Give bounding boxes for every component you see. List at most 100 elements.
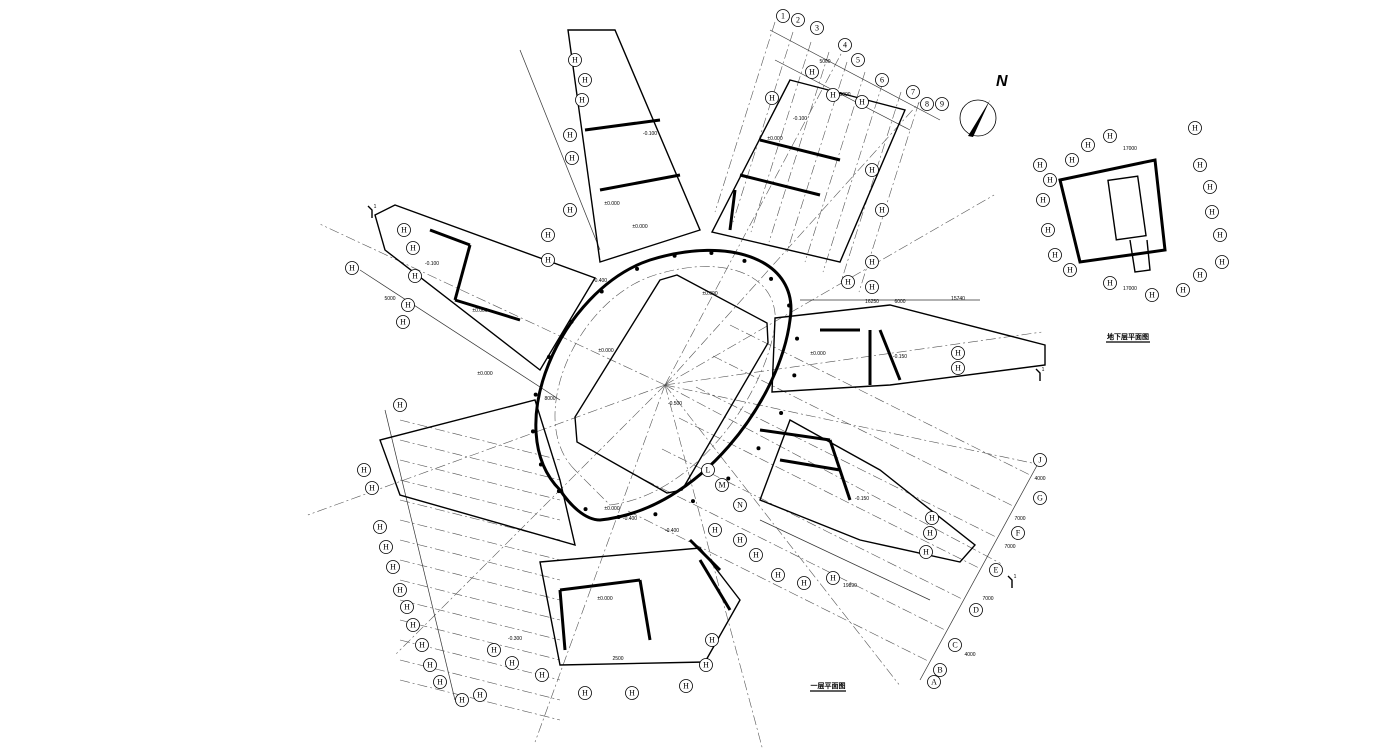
axis-bubble-h-circle bbox=[855, 95, 869, 109]
column bbox=[779, 410, 784, 415]
axis-bubble-h-circle bbox=[373, 520, 387, 534]
annotation-label: -0.400 bbox=[623, 516, 637, 522]
north-label: N bbox=[996, 73, 1008, 90]
main-plan-title: 一层平面图 bbox=[811, 681, 846, 690]
wing-south-east bbox=[759, 418, 977, 563]
axis-bubble-h-label: H bbox=[1037, 161, 1043, 170]
axis-bubble-h-label: H bbox=[1052, 251, 1058, 260]
axis-bubble-h-circle bbox=[1103, 276, 1117, 290]
axis-bubble-h-circle bbox=[505, 656, 519, 670]
axis-bubble-h-circle bbox=[1176, 283, 1190, 297]
grid-line bbox=[627, 510, 929, 662]
grid-line bbox=[804, 71, 866, 263]
axis-bubble-h-circle bbox=[397, 223, 411, 237]
axis-bubble-h-label: H bbox=[567, 206, 573, 215]
interior-wall bbox=[779, 458, 841, 472]
axis-bubble-h-circle bbox=[541, 253, 555, 267]
axis-bubble-letter-circle bbox=[1033, 453, 1047, 467]
interior-rooms bbox=[429, 118, 902, 651]
grid-line bbox=[712, 355, 1014, 507]
arena-oval bbox=[534, 248, 793, 522]
dimension-line bbox=[769, 29, 941, 121]
axis-bubble-h-circle bbox=[771, 568, 785, 582]
axis-bubble-letter-label: D bbox=[973, 606, 979, 615]
axis-bubble-letter-circle bbox=[933, 663, 947, 677]
axis-bubble-h-circle bbox=[565, 151, 579, 165]
axis-bubble-h-label: H bbox=[509, 659, 515, 668]
axis-bubble-h-circle bbox=[406, 241, 420, 255]
annotation-label: 4000 bbox=[964, 652, 975, 658]
axis-bubble-h-circle bbox=[1188, 121, 1202, 135]
axis-bubble-7-label: 7 bbox=[911, 88, 915, 97]
interior-wall bbox=[759, 138, 841, 162]
annotation-label: ±0.000 bbox=[598, 348, 613, 354]
column bbox=[792, 373, 797, 378]
axis-bubble-h-circle bbox=[575, 93, 589, 107]
axis-bubble-h-label: H bbox=[737, 536, 743, 545]
basement-plan-title: 地下层平面图 bbox=[1107, 332, 1149, 341]
axis-bubble-h-circle bbox=[345, 261, 359, 275]
grid-line bbox=[399, 619, 561, 661]
annotation-label: ±0.000 bbox=[632, 224, 647, 230]
column bbox=[742, 258, 747, 263]
axis-bubble-h-label: H bbox=[1207, 183, 1213, 192]
axis-bubble-h-circle bbox=[1203, 180, 1217, 194]
axis-bubble-h-circle bbox=[699, 658, 713, 672]
column bbox=[690, 499, 695, 504]
axis-bubble-h-label: H bbox=[1217, 231, 1223, 240]
axis-bubble-h-label: H bbox=[567, 131, 573, 140]
axis-bubble-h-label: H bbox=[349, 264, 355, 273]
axis-bubble-h-circle bbox=[679, 679, 693, 693]
axis-bubble-h-circle bbox=[805, 65, 819, 79]
axis-bubble-h-label: H bbox=[869, 258, 875, 267]
axis-bubble-letter-circle bbox=[715, 478, 729, 492]
annotation-label: -0.150 bbox=[855, 496, 869, 502]
axis-bubble-h-label: H bbox=[869, 283, 875, 292]
annotation-label: ±0.000 bbox=[472, 308, 487, 314]
interior-wall bbox=[688, 538, 722, 572]
axis-bubble-h-label: H bbox=[869, 166, 875, 175]
axis-bubble-h-label: H bbox=[1107, 279, 1113, 288]
arena-inner-ring bbox=[554, 266, 776, 506]
annotation-label: 5000 bbox=[839, 92, 850, 98]
grid-line bbox=[399, 419, 561, 461]
axis-bubble-h-label: H bbox=[582, 689, 588, 698]
axis-bubble-h-label: H bbox=[1180, 286, 1186, 295]
axis-bubble-h-circle bbox=[708, 523, 722, 537]
interior-wall bbox=[698, 559, 732, 611]
axis-bubble-h-circle bbox=[865, 163, 879, 177]
axis-bubble-h-label: H bbox=[830, 574, 836, 583]
axis-bubble-h-circle bbox=[1213, 228, 1227, 242]
dimension-line bbox=[919, 459, 1041, 681]
axis-bubble-h-label: H bbox=[369, 484, 375, 493]
axis-bubble-3-circle bbox=[810, 21, 824, 35]
axis-bubble-h-circle bbox=[401, 298, 415, 312]
axis-bubble-h-label: H bbox=[753, 551, 759, 560]
axis-bubble-h-circle bbox=[423, 658, 437, 672]
axis-bubble-h-circle bbox=[1193, 268, 1207, 282]
axis-bubble-3-label: 3 bbox=[815, 24, 819, 33]
axis-bubble-h-circle bbox=[919, 545, 933, 559]
section-marker bbox=[367, 205, 373, 218]
grid-line bbox=[664, 384, 764, 750]
axis-bubble-h-circle bbox=[408, 269, 422, 283]
grid-line bbox=[786, 61, 848, 253]
annotation-label: 17000 bbox=[1123, 286, 1137, 292]
axis-bubble-h-label: H bbox=[1197, 271, 1203, 280]
column bbox=[709, 250, 714, 255]
axis-bubble-h-circle bbox=[1215, 255, 1229, 269]
axis-bubble-h-circle bbox=[365, 481, 379, 495]
axis-bubble-h-label: H bbox=[709, 636, 715, 645]
interior-wall bbox=[759, 428, 831, 442]
axis-bubble-h-circle bbox=[865, 255, 879, 269]
axis-bubble-h-circle bbox=[1048, 248, 1062, 262]
axis-bubble-h-label: H bbox=[459, 696, 465, 705]
axis-bubble-h-circle bbox=[765, 91, 779, 105]
column bbox=[556, 489, 561, 494]
axis-bubble-h-circle bbox=[865, 280, 879, 294]
axis-bubble-h-label: H bbox=[629, 689, 635, 698]
annotation-label: ±0.000 bbox=[767, 136, 782, 142]
annotation-label: -0.400 bbox=[593, 278, 607, 284]
annotation-label: -0.400 bbox=[665, 528, 679, 534]
